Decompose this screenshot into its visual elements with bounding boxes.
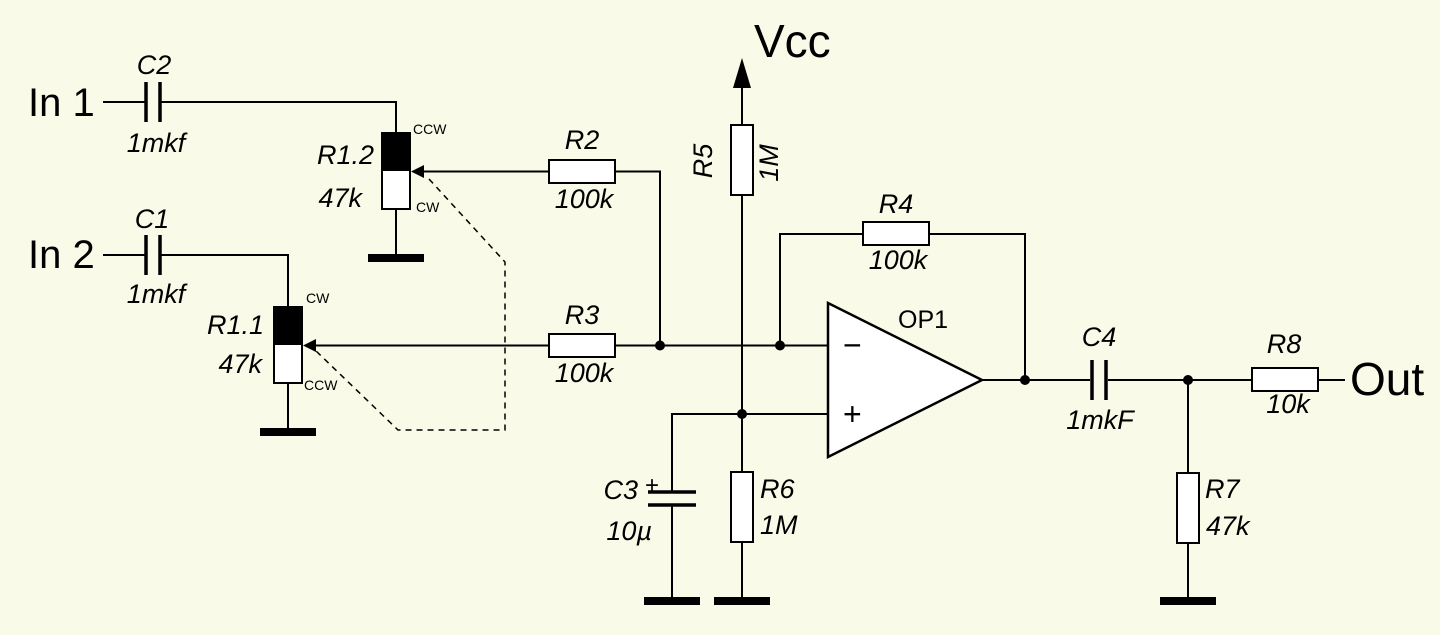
pot-r12-value: 47k xyxy=(318,183,363,213)
cap-c2-value: 1mkf xyxy=(127,128,188,158)
opamp-inverting-mark: − xyxy=(843,327,862,363)
pot-r12-bottom-mark: CW xyxy=(416,199,440,215)
resistor-r2-body xyxy=(548,159,616,184)
resistor-r8-body xyxy=(1251,367,1319,392)
pot-fill xyxy=(382,133,410,171)
resistor-r6-value: 1M xyxy=(760,510,798,540)
resistor-r5-body xyxy=(730,124,754,196)
vcc-arrow-icon xyxy=(733,58,751,88)
pot-r11-top-mark: CW xyxy=(306,290,330,306)
potentiometer-r12: R1.2 47k CCW CW xyxy=(317,121,447,215)
resistor-r5-value: 1M xyxy=(754,144,784,182)
gang-link-dashed xyxy=(314,178,506,431)
resistor-bodies xyxy=(548,124,1319,544)
port-vcc-label: Vcc xyxy=(754,15,831,67)
junction-dot xyxy=(1020,375,1030,385)
cap-c1-ref: C1 xyxy=(135,204,170,234)
junction-dot xyxy=(1183,375,1193,385)
port-in1-label: In 1 xyxy=(28,81,95,125)
resistor-labels: R2 100k R3 100k R4 100k R5 1M R6 1M R7 4… xyxy=(555,125,1312,541)
ground-symbol xyxy=(644,597,700,605)
cap-c3-polarity: + xyxy=(645,472,659,499)
resistor-r3-value: 100k xyxy=(555,358,615,388)
pot-wiper-arrow xyxy=(411,165,424,178)
opamp-body xyxy=(826,300,985,460)
port-out-label: Out xyxy=(1350,353,1424,405)
opamp-op1: − + OP1 xyxy=(826,300,985,460)
resistor-r6-body xyxy=(730,471,754,543)
cap-c2-ref: C2 xyxy=(137,50,172,80)
resistor-r4-ref: R4 xyxy=(879,189,914,219)
pot-r12-top-mark: CCW xyxy=(413,121,447,137)
wires xyxy=(103,86,1345,601)
ground-symbol xyxy=(368,254,424,262)
resistor-r7-body xyxy=(1176,472,1200,544)
potentiometer-r11: R1.1 47k CW CCW xyxy=(207,290,338,393)
port-in2-label: In 2 xyxy=(28,233,95,277)
capacitor-plates xyxy=(144,82,1108,507)
pot-r11-ref: R1.1 xyxy=(207,310,264,340)
resistor-r5-ref: R5 xyxy=(688,143,718,178)
pot-r11-value: 47k xyxy=(218,349,263,379)
resistor-r7-value: 47k xyxy=(1206,511,1251,541)
cap-c1-value: 1mkf xyxy=(127,279,188,309)
resistor-r7-ref: R7 xyxy=(1205,474,1240,504)
pot-fill xyxy=(274,307,302,345)
resistor-r8-ref: R8 xyxy=(1267,329,1302,359)
pot-wiper-arrow xyxy=(303,339,316,352)
cap-c3-value: 10µ xyxy=(606,516,652,546)
junction-dots xyxy=(655,340,1193,419)
ground-symbol xyxy=(1160,597,1216,605)
ground-symbol xyxy=(260,428,316,436)
resistor-r2-value: 100k xyxy=(555,184,615,214)
resistor-r3-ref: R3 xyxy=(565,300,600,330)
junction-dot xyxy=(737,409,747,419)
cap-c4-value: 1mkF xyxy=(1066,405,1135,435)
resistor-r4-body xyxy=(862,221,930,246)
ground-symbol xyxy=(714,597,770,605)
cap-c3-ref: C3 xyxy=(603,475,638,505)
cap-c4-ref: C4 xyxy=(1082,322,1117,352)
resistor-r4-value: 100k xyxy=(869,245,929,275)
pot-r11-bottom-mark: CCW xyxy=(304,377,338,393)
capacitor-labels: C2 1mkf C1 1mkf C3 + 10µ C4 1mkF xyxy=(127,50,1136,546)
resistor-r8-value: 10k xyxy=(1266,389,1311,419)
junction-dot xyxy=(775,340,785,351)
ground-symbols xyxy=(260,254,1216,605)
opamp-ref: OP1 xyxy=(898,306,948,334)
pot-r12-ref: R1.2 xyxy=(317,140,374,170)
resistor-r2-ref: R2 xyxy=(565,125,600,155)
resistor-r3-body xyxy=(548,333,616,358)
junction-dot xyxy=(655,340,665,351)
resistor-r6-ref: R6 xyxy=(760,474,795,504)
opamp-noninverting-mark: + xyxy=(843,396,862,432)
